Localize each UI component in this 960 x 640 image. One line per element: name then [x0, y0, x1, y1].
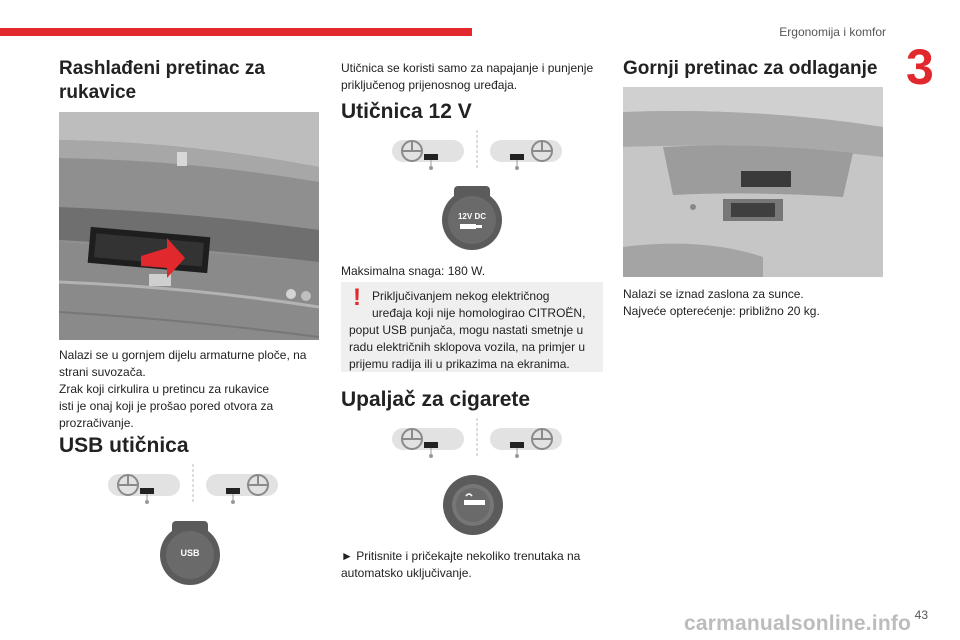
- warning-icon: !: [353, 284, 361, 311]
- glovebox-photo: [59, 112, 319, 340]
- watermark: carmanualsonline.info: [684, 612, 912, 635]
- warning-line-5: prijemu radija ili u prikazima na ekrani…: [349, 357, 570, 371]
- cigarette-lighter: [442, 474, 504, 536]
- upper-storage-illustration: [623, 87, 883, 277]
- socket-12v-label: 12V DC: [457, 212, 486, 221]
- upper-storage-photo: [623, 87, 883, 277]
- socket-12v-heading: Utičnica 12 V: [341, 100, 472, 123]
- usb-intro-line-2: priključenog prijenosnog uređaja.: [341, 78, 518, 92]
- warning-box: [341, 282, 603, 372]
- socket-location-diagram: [392, 130, 562, 170]
- usb-socket-label: USB: [180, 548, 200, 558]
- section-title: Ergonomija i komfor: [779, 25, 886, 39]
- page-number: 43: [914, 608, 928, 622]
- usb-socket: [158, 521, 222, 587]
- glovebox-line-4: isti je onaj koji je prošao pored otvora…: [59, 399, 274, 413]
- glovebox-heading: Rashlađeni pretinac za rukavice: [59, 58, 265, 103]
- warning-line-4: radu električnih sklopova vozila, na pri…: [349, 340, 586, 354]
- lighter-line-2: automatsko uključivanje.: [341, 566, 472, 580]
- glovebox-line-3: Zrak koji cirkulira u pretincu za rukavi…: [59, 382, 270, 396]
- glovebox-description: Nalazi se u gornjem dijelu armaturne plo…: [59, 347, 319, 432]
- usb-intro: Utičnica se koristi samo za napajanje i …: [341, 60, 603, 94]
- glovebox-line-1: Nalazi se u gornjem dijelu armaturne plo…: [59, 348, 307, 362]
- warning-line-2: uređaja koji nije homologirao CITROËN,: [372, 306, 586, 320]
- usb-heading: USB utičnica: [59, 434, 189, 457]
- glovebox-line-2: strani suvozača.: [59, 365, 146, 379]
- upper-storage-heading: Gornji pretinac za odlaganje: [623, 58, 878, 79]
- lighter-heading: Upaljač za cigarete: [341, 388, 531, 411]
- glovebox-line-5: prozračivanje.: [59, 416, 134, 430]
- socket-12v: [440, 186, 504, 252]
- chapter-accent-bar: [0, 28, 472, 36]
- warning-line-3: poput USB punjača, mogu nastati smetnje …: [349, 323, 584, 337]
- lighter-instructions: ► Pritisnite i pričekajte nekoliko trenu…: [341, 548, 603, 582]
- lighter-location-diagram: [392, 418, 562, 458]
- upper-storage-line-2: Najveće opterećenje: približno 20 kg.: [623, 304, 820, 318]
- max-power: Maksimalna snaga: 180 W.: [341, 264, 486, 278]
- glovebox-illustration: [59, 112, 319, 340]
- warning-line-1: Priključivanjem nekog električnog: [372, 289, 550, 303]
- upper-storage-line-1: Nalazi se iznad zaslona za sunce.: [623, 287, 804, 301]
- chapter-number: 3: [906, 39, 934, 95]
- upper-storage-description: Nalazi se iznad zaslona za sunce. Najveć…: [623, 286, 885, 320]
- usb-location-diagram: [108, 464, 278, 504]
- usb-intro-line-1: Utičnica se koristi samo za napajanje i …: [341, 61, 594, 75]
- lighter-line-1: ► Pritisnite i pričekajte nekoliko trenu…: [341, 549, 581, 563]
